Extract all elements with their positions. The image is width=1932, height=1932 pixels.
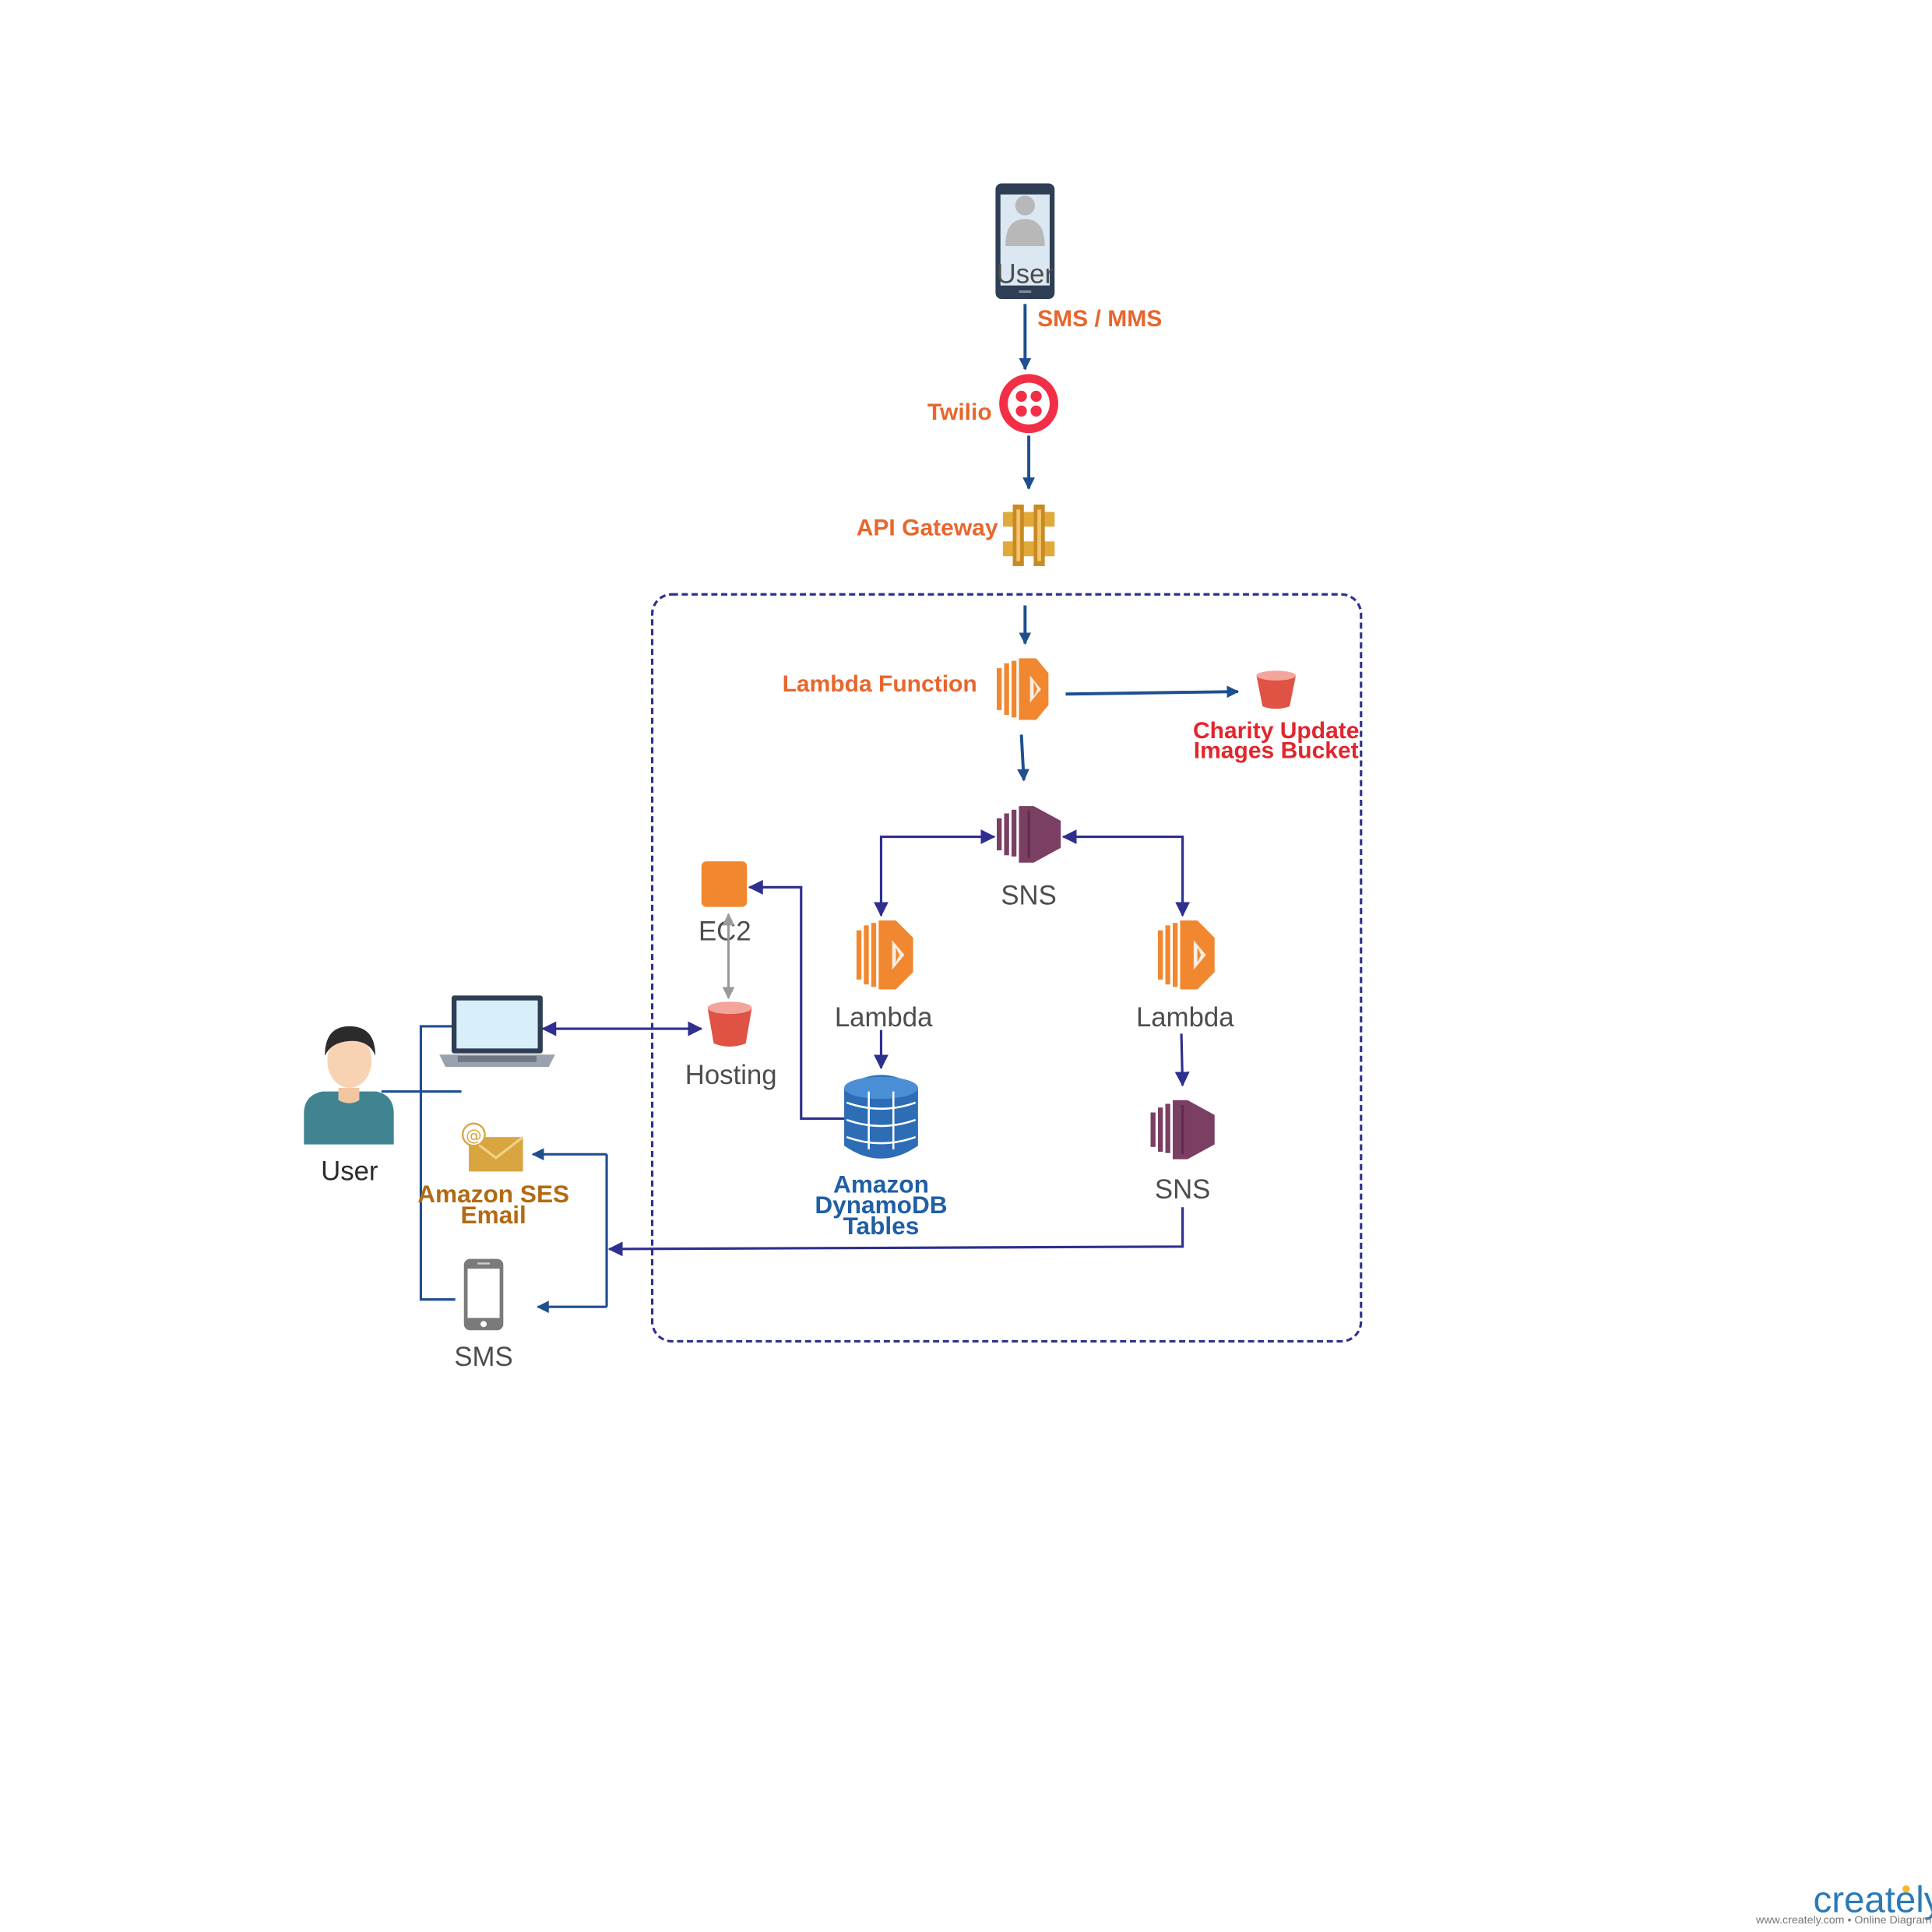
arrow-lambda-to-bucket: [1065, 685, 1240, 699]
twilio-icon: [999, 374, 1059, 434]
dynamodb-label-line2: DynamoDB: [815, 1191, 947, 1219]
watermark-tagline: www.creately.com • Online Diagramming: [1755, 1914, 1932, 1927]
smartphone-icon: [463, 1258, 504, 1331]
api-gateway-label: API Gateway: [857, 515, 998, 540]
sms-mms-label: SMS / MMS: [1037, 306, 1162, 332]
lambda-left-label: Lambda: [835, 1003, 933, 1033]
sns-bottom-label: SNS: [1155, 1175, 1210, 1205]
processing-boundary: [650, 593, 1363, 1343]
svg-text:@: @: [466, 1126, 482, 1145]
person-icon: [304, 1026, 394, 1145]
dynamodb-label-line1: Amazon: [833, 1170, 929, 1198]
lambda-right-icon: [1158, 920, 1215, 990]
watermark-brand: creately: [1814, 1880, 1932, 1921]
ec2-icon: [701, 861, 748, 907]
ses-label-line1: Amazon SES: [417, 1180, 569, 1208]
arrow-dynamodb-to-ec2: [748, 879, 845, 1121]
api-gateway-icon: [1002, 504, 1055, 566]
lambda-left-icon: [856, 920, 913, 990]
dynamodb-label-line3: Tables: [843, 1212, 920, 1240]
phone-user-icon: [995, 183, 1055, 300]
sns-icon: [997, 806, 1061, 863]
sns-bottom-icon: [1150, 1100, 1215, 1160]
dynamodb-icon: [844, 1075, 918, 1159]
email-icon: @: [461, 1122, 524, 1172]
creately-watermark: creately www.creately.com • Online Diagr…: [1755, 1880, 1932, 1927]
arrow-sns-to-lambda-left: [873, 829, 996, 917]
arrow-lambda-to-sns-bottom: [1174, 1033, 1190, 1087]
arrow-sns-to-lambda-right: [1061, 829, 1191, 917]
arrow-sns-to-notifications: [607, 1207, 1184, 1257]
person-user-label: User: [321, 1156, 378, 1186]
phone-user-label: User: [997, 259, 1054, 289]
lambda-function-label: Lambda Function: [783, 671, 977, 697]
lambda-right-label: Lambda: [1136, 1003, 1234, 1033]
laptop-icon: [439, 995, 555, 1068]
bulb-icon: [1902, 1884, 1910, 1893]
s3-bucket-icon: [1256, 670, 1297, 709]
ec2-label: EC2: [699, 917, 751, 946]
sms-label: SMS: [454, 1343, 512, 1372]
ses-label-line2: Email: [461, 1201, 526, 1229]
hosting-s3-icon: [707, 1001, 752, 1047]
bucket-label-line2: Images Bucket: [1194, 737, 1359, 763]
hosting-label: Hosting: [685, 1061, 777, 1090]
sns-top-label: SNS: [1001, 881, 1056, 910]
bucket-label-line1: Charity Update: [1193, 718, 1359, 744]
user-connector-v: [419, 1025, 456, 1301]
arrow-lambda-to-sns: [1017, 734, 1029, 782]
twilio-label: Twilio: [927, 399, 992, 425]
lambda-icon: [997, 658, 1049, 720]
